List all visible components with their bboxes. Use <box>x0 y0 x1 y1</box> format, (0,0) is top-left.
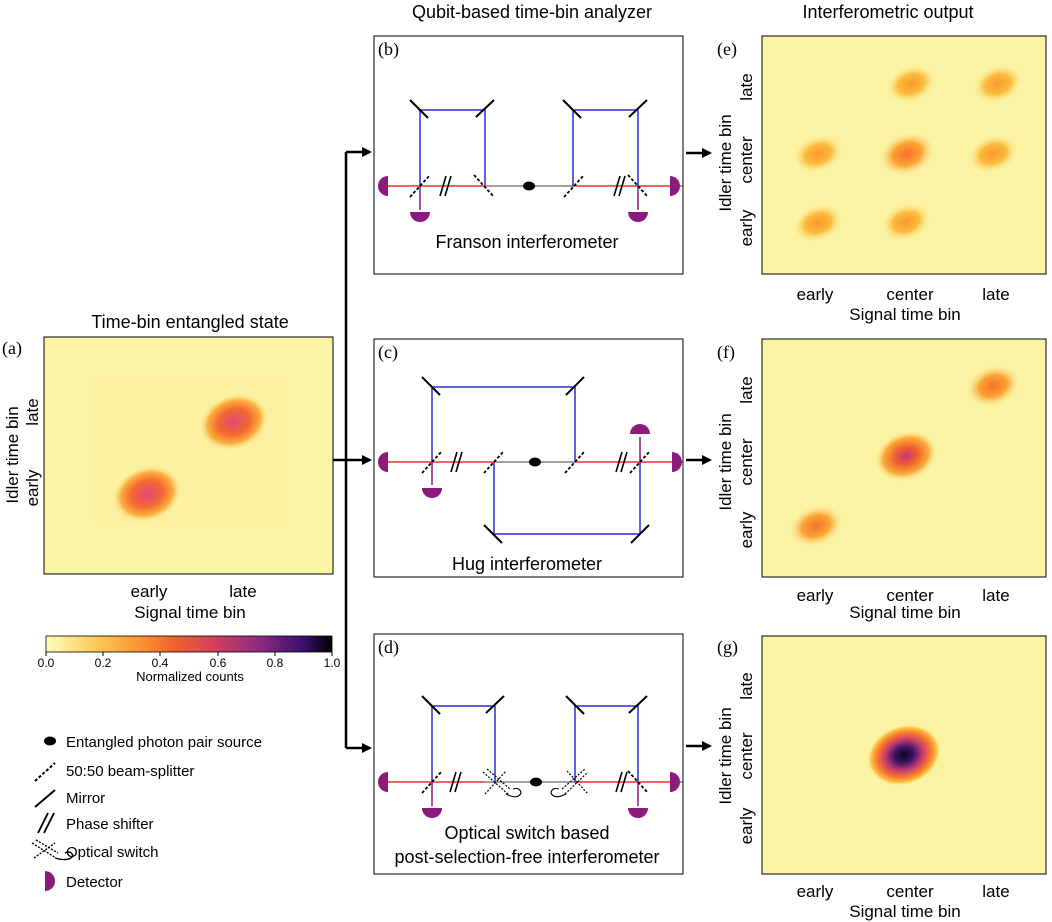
panel-label-d: (d) <box>378 637 399 658</box>
phase-shifter-icon <box>37 812 55 834</box>
panel-label-g: (g) <box>717 637 738 658</box>
e-xtick-late: late <box>982 285 1009 304</box>
beam-splitter-icon <box>34 762 56 782</box>
e-ylabel: Idler time bin <box>716 114 735 211</box>
e-ytick-early: early <box>737 209 756 246</box>
optical-switch-icon <box>31 839 74 861</box>
detector-icon <box>45 871 55 891</box>
e-xtick-center: center <box>886 285 934 304</box>
source-icon <box>44 736 56 746</box>
colorbar <box>45 635 333 656</box>
header-analyzer: Qubit-based time-bin analyzer <box>412 2 652 22</box>
panel-label-b: (b) <box>378 39 399 60</box>
panel-label-e: (e) <box>717 39 737 60</box>
legend-label-beam-splitter: 50:50 beam-splitter <box>66 763 194 780</box>
cbar-label: Normalized counts <box>136 669 244 684</box>
output-heatmap-g <box>761 635 1047 875</box>
legend <box>31 736 74 891</box>
switch-panel <box>373 633 684 875</box>
cbar-tick-0: 0.0 <box>38 656 55 670</box>
cbar-tick-1: 0.2 <box>95 656 112 670</box>
f-ytick-late: late <box>737 376 756 403</box>
f-xlabel: Signal time bin <box>849 603 961 622</box>
a-ylabel: Idler time bin <box>3 406 22 503</box>
panel-label-f: (f) <box>717 342 735 363</box>
a-xlabel: Signal time bin <box>134 603 246 622</box>
e-xlabel: Signal time bin <box>849 305 961 324</box>
franson-setup <box>378 99 683 222</box>
peak-early-early <box>111 464 183 524</box>
f-xtick-center: center <box>886 586 934 605</box>
g-xtick-early: early <box>797 882 834 901</box>
switch-setup <box>378 695 683 818</box>
hug-panel <box>373 338 684 578</box>
switch-caption-line2: post-selection-free interferometer <box>394 847 659 867</box>
branch-arrows <box>333 147 712 753</box>
hug-caption: Hug interferometer <box>452 554 602 574</box>
g-xtick-late: late <box>982 882 1009 901</box>
a-ytick-late: late <box>23 398 42 425</box>
legend-label-source: Entangled photon pair source <box>66 734 262 751</box>
g-ytick-early: early <box>737 807 756 844</box>
header-output: Interferometric output <box>802 2 973 22</box>
panel-label-c: (c) <box>378 342 398 363</box>
g-xlabel: Signal time bin <box>849 902 961 921</box>
franson-caption: Franson interferometer <box>435 232 618 252</box>
g-xtick-center: center <box>886 882 934 901</box>
output-heatmap-f <box>761 338 1047 578</box>
mirror-icon <box>34 789 56 808</box>
f-ytick-center: center <box>737 438 756 486</box>
g-ytick-center: center <box>737 732 756 780</box>
legend-label-mirror: Mirror <box>66 790 105 807</box>
a-ytick-early: early <box>23 469 42 506</box>
panel-label-a: (a) <box>2 338 22 359</box>
peak-late-late <box>198 392 270 452</box>
a-xtick-late: late <box>229 582 256 601</box>
f-ytick-early: early <box>737 511 756 548</box>
cbar-tick-2: 0.4 <box>152 656 169 670</box>
legend-label-optical-switch: Optical switch <box>66 844 159 861</box>
cbar-tick-3: 0.6 <box>210 656 227 670</box>
state-heatmap <box>43 336 334 575</box>
f-xtick-early: early <box>797 586 834 605</box>
cbar-tick-4: 0.8 <box>267 656 284 670</box>
legend-label-phase-shifter: Phase shifter <box>66 816 154 833</box>
e-xtick-early: early <box>797 285 834 304</box>
franson-panel <box>373 35 684 275</box>
cbar-tick-5: 1.0 <box>324 656 341 670</box>
e-ytick-late: late <box>737 73 756 100</box>
hug-setup <box>378 376 683 544</box>
f-ylabel: Idler time bin <box>716 413 735 510</box>
f-xtick-late: late <box>982 586 1009 605</box>
header-state: Time-bin entangled state <box>91 312 288 332</box>
e-ytick-center: center <box>737 136 756 184</box>
legend-label-detector: Detector <box>66 874 123 891</box>
g-ytick-late: late <box>737 672 756 699</box>
a-xtick-early: early <box>131 582 168 601</box>
switch-caption-line1: Optical switch based <box>444 823 609 843</box>
output-heatmap-e <box>761 35 1047 275</box>
g-ylabel: Idler time bin <box>716 707 735 804</box>
